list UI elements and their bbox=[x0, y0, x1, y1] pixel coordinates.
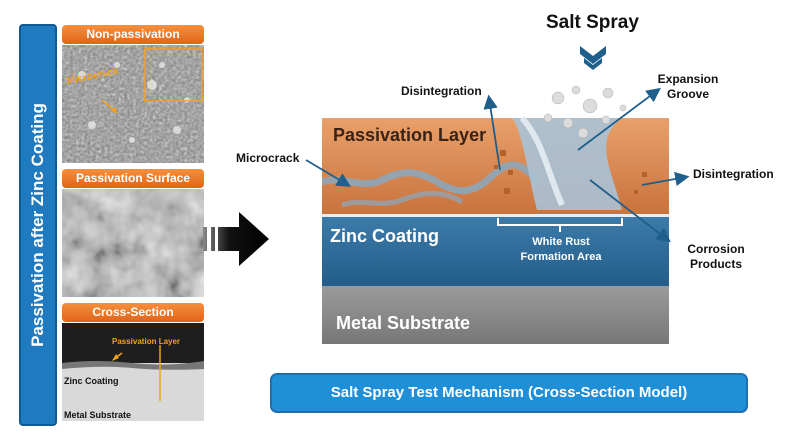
white-rust-line1: White Rust bbox=[532, 236, 590, 248]
callout-disintegration-right: Disintegration bbox=[693, 167, 774, 181]
white-rust-line2: Formation Area bbox=[520, 251, 602, 263]
cs-metal-substrate-label: Metal Substrate bbox=[64, 410, 132, 420]
cross-section-model bbox=[322, 115, 669, 344]
model-metal-substrate-label: Metal Substrate bbox=[336, 313, 471, 333]
tab-cross-section: Cross-Section bbox=[62, 303, 204, 322]
model-zinc-coating-label: Zinc Coating bbox=[330, 226, 439, 246]
model-passivation-layer-label: Passivation Layer bbox=[333, 125, 487, 145]
salt-spray-title: Salt Spray bbox=[546, 12, 639, 33]
cs-zinc-coating-label: Zinc Coating bbox=[64, 376, 119, 386]
chevron-down-icon bbox=[580, 46, 606, 70]
callout-disintegration-top: Disintegration bbox=[401, 84, 482, 98]
passivation-surface-micrograph bbox=[62, 189, 204, 297]
transition-arrow-icon bbox=[203, 212, 269, 266]
expansion-line2: Groove bbox=[666, 87, 709, 101]
corrosion-line1: Corrosion bbox=[687, 242, 745, 256]
non-passivation-micrograph bbox=[62, 45, 204, 163]
corrosion-line2: Products bbox=[689, 257, 742, 271]
cs-passivation-layer-label: Passivation Layer bbox=[112, 337, 181, 346]
side-title-bar: Passivation after Zinc Coating bbox=[19, 24, 57, 426]
cross-section-micrograph bbox=[62, 323, 204, 421]
tab-passivation-surface: Passivation Surface bbox=[62, 169, 204, 188]
white-rust-label: White Rust Formation Area bbox=[516, 235, 606, 265]
callout-corrosion-products: Corrosion Products bbox=[676, 242, 756, 272]
callout-expansion-groove: Expansion Groove bbox=[648, 72, 728, 102]
tab-non-passivation: Non-passivation bbox=[62, 25, 204, 44]
expansion-line1: Expansion bbox=[657, 72, 719, 86]
callout-microcrack: Microcrack bbox=[236, 151, 300, 165]
diagram-caption: Salt Spray Test Mechanism (Cross-Section… bbox=[270, 373, 748, 413]
salt-particles bbox=[543, 85, 627, 139]
